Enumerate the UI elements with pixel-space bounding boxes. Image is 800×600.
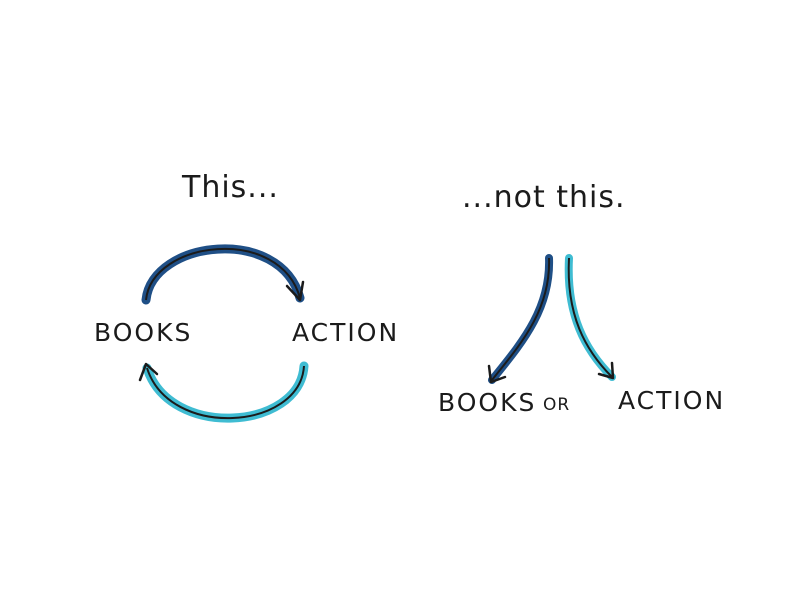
right-books-label: BOOKS (438, 388, 537, 417)
bottom-cycle-arrow (138, 361, 309, 423)
left-books-label: BOOKS (94, 318, 193, 347)
right-or-label: OR (543, 395, 571, 415)
left-diverge-arrow (487, 254, 554, 384)
left-action-label: ACTION (292, 318, 400, 347)
right-heading: ...not this. (462, 180, 626, 215)
right-action-label: ACTION (618, 386, 726, 415)
left-heading: This... (182, 170, 279, 205)
right-diverge-arrow (564, 254, 616, 381)
top-cycle-arrow (141, 244, 305, 305)
